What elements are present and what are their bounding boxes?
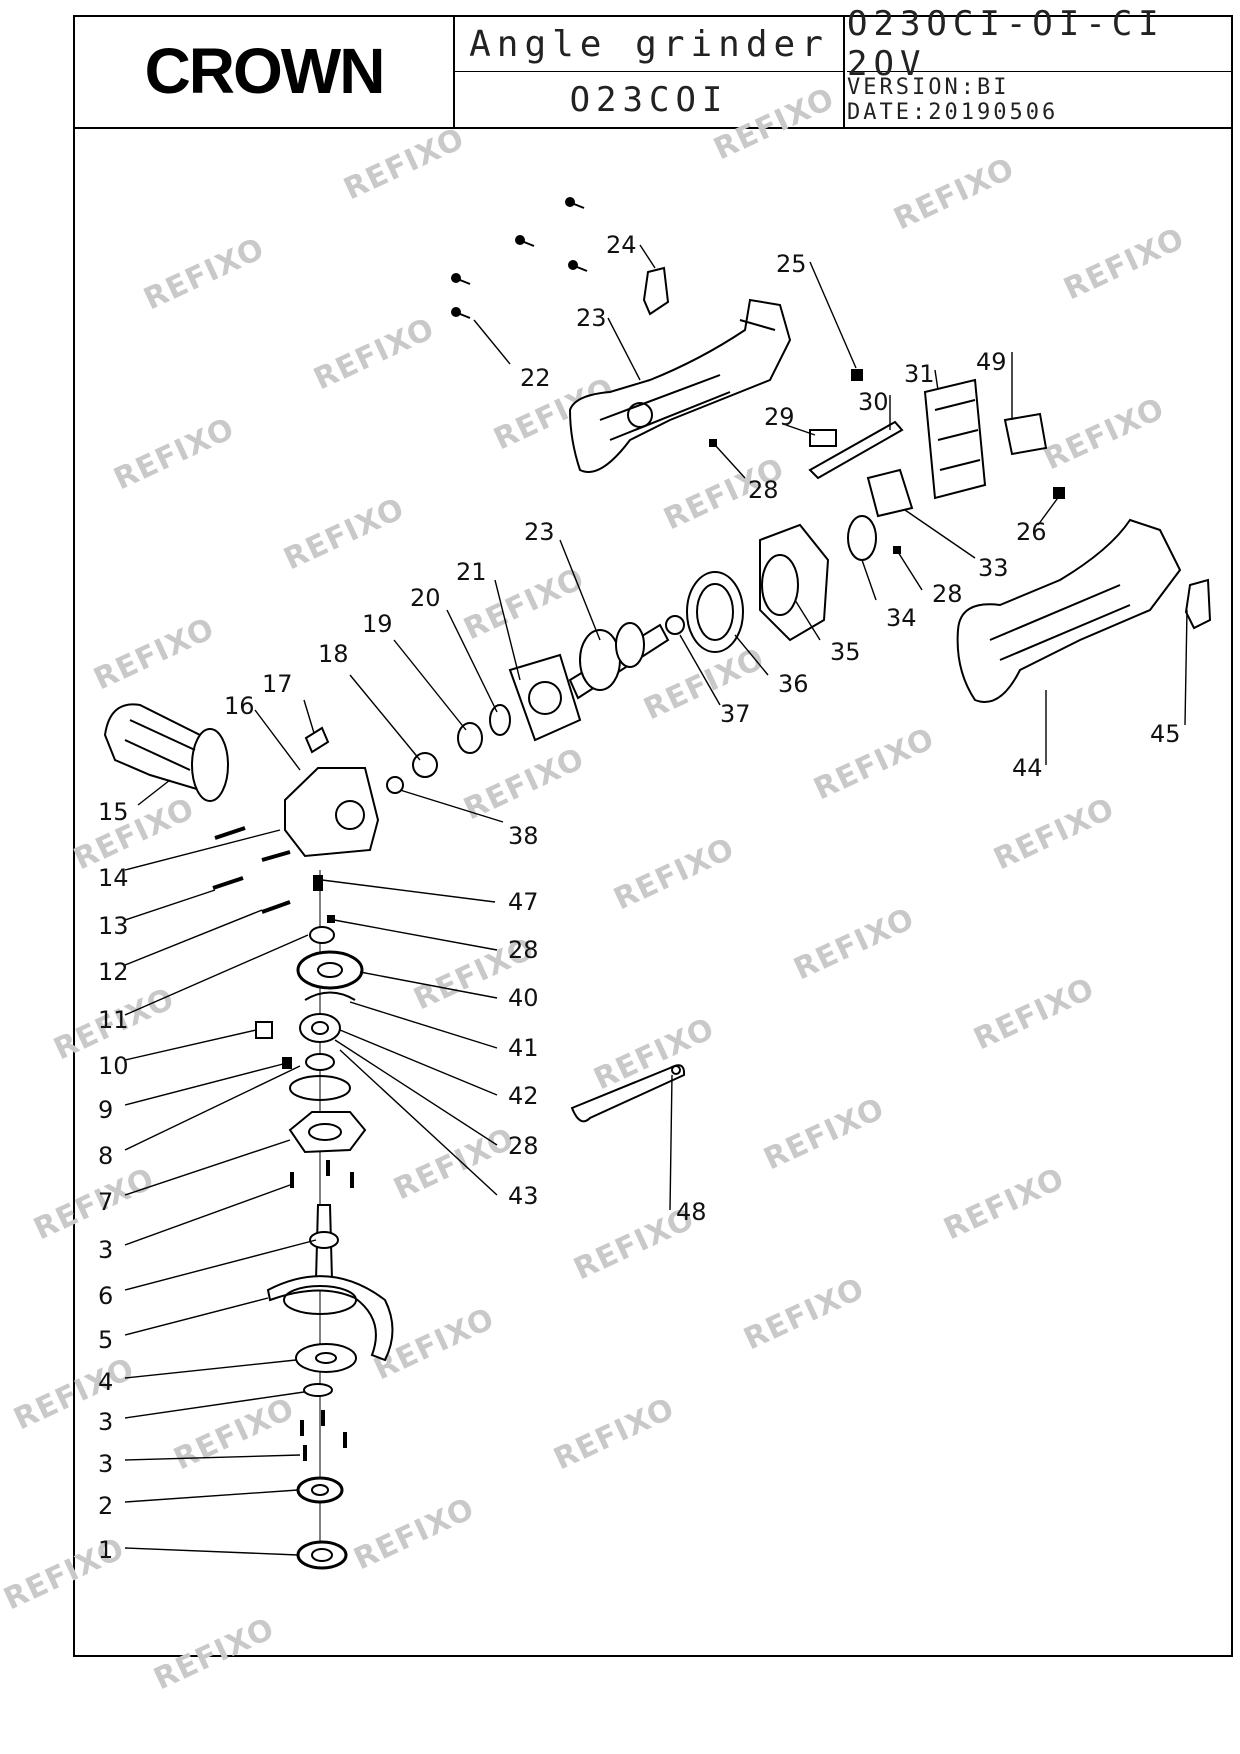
version-date: VERSION:BI DATE:20190506 <box>847 74 1059 125</box>
brand-logo: CROWN <box>75 17 455 127</box>
document-code: O23OCI-OI-CI 2OV <box>847 4 1231 84</box>
product-name: Angle grinder <box>455 17 845 72</box>
model-number: O23COI <box>455 72 845 127</box>
title-block: CROWN Angle grinder O23COI O23OCI-OI-CI … <box>75 4 1231 129</box>
crown-logo-icon: CROWN <box>145 37 386 107</box>
drawing-frame: CROWN Angle grinder O23COI O23OCI-OI-CI … <box>73 4 1233 1657</box>
brand-text: CROWN <box>145 37 384 107</box>
